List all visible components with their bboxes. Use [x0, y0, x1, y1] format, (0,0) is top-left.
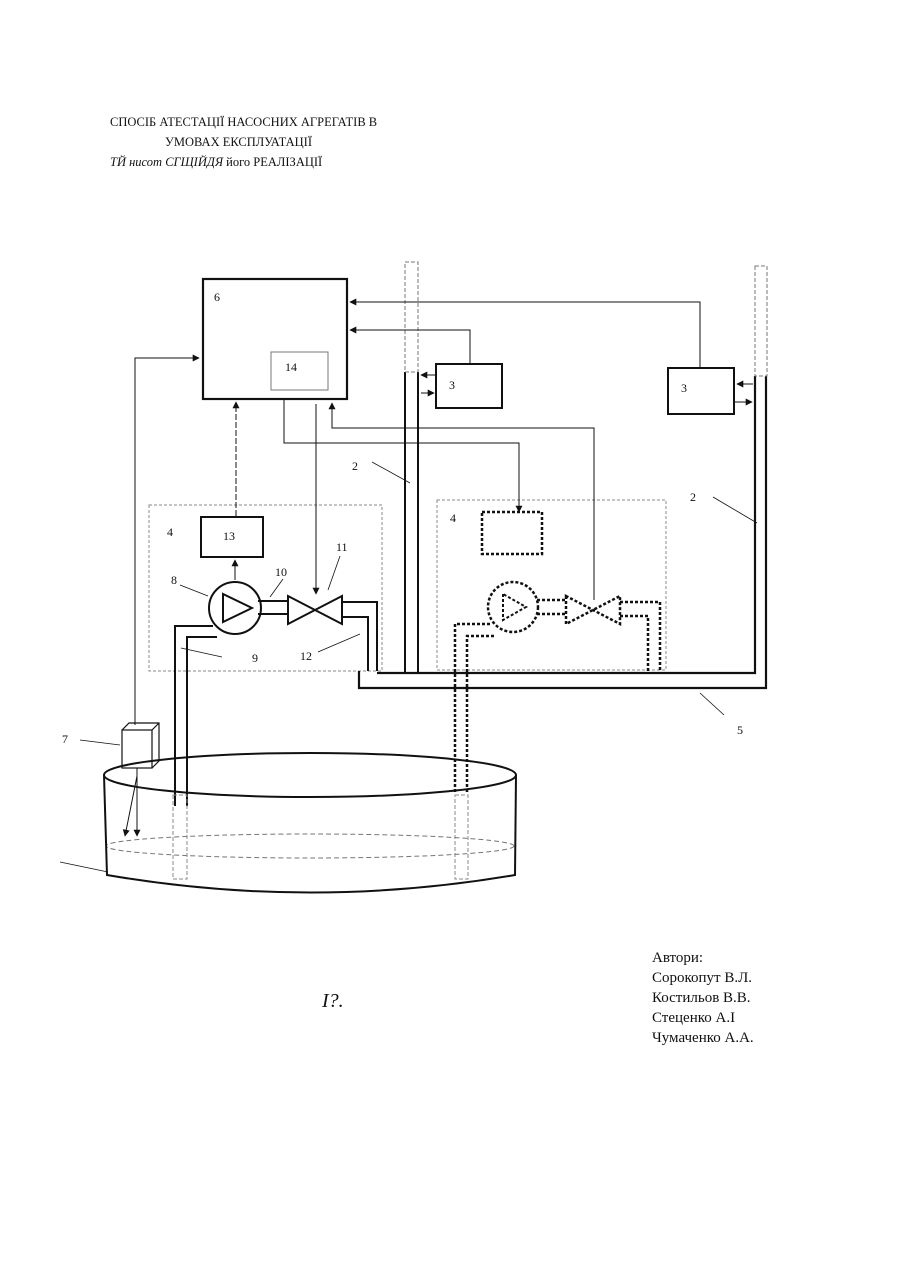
label-8: 8 — [171, 573, 177, 587]
pump-right — [488, 582, 538, 632]
author-name: Костильов В.В. — [652, 988, 754, 1008]
block-6 — [203, 279, 347, 399]
label-7: 7 — [62, 732, 68, 746]
label-10: 10 — [275, 565, 287, 579]
tank-body — [104, 775, 516, 893]
label-11: 11 — [336, 540, 348, 554]
author-name: Чумаченко А.А. — [652, 1028, 754, 1048]
authors-block: Автори: Сорокопут В.Л. Костильов В.В. Ст… — [652, 948, 754, 1048]
label-6: 6 — [214, 290, 220, 304]
label-5: 5 — [737, 723, 743, 737]
pump-8-symbol — [223, 594, 252, 622]
label-13: 13 — [223, 529, 235, 543]
label-9: 9 — [252, 651, 258, 665]
signal-right-valve-to-6 — [332, 403, 594, 600]
valve-right — [566, 596, 620, 624]
label-3-right: 3 — [681, 381, 687, 395]
figure-caption: І?. — [322, 990, 344, 1013]
label-4-left: 4 — [167, 525, 173, 539]
riser-top-right — [755, 266, 767, 376]
label-4-right: 4 — [450, 511, 456, 525]
label-2-right: 2 — [690, 490, 696, 504]
manifold-5-top — [359, 376, 766, 688]
riser-top-left — [405, 262, 418, 372]
block-13-right — [482, 512, 542, 554]
author-name: Стеценко А.І — [652, 1008, 754, 1028]
pump-station-box-left — [149, 505, 382, 671]
sensor-3-left — [436, 364, 502, 408]
valve-11 — [288, 596, 342, 624]
signal-6-to-right-station — [284, 400, 519, 512]
signal-left-sensor-to-6 — [350, 330, 470, 364]
label-2-left: 2 — [352, 459, 358, 473]
tank-water-level — [106, 834, 514, 858]
pump-station-box-right — [437, 500, 666, 670]
signal-right-sensor-to-6 — [350, 302, 700, 368]
sensor-3-right — [668, 368, 734, 414]
label-12: 12 — [300, 649, 312, 663]
manifold-5-inner — [377, 376, 755, 673]
signal-7-to-6 — [135, 358, 199, 725]
authors-heading: Автори: — [652, 948, 754, 968]
label-14: 14 — [285, 360, 297, 374]
author-name: Сорокопут В.Л. — [652, 968, 754, 988]
block-14 — [271, 352, 328, 390]
label-3-left: 3 — [449, 378, 455, 392]
